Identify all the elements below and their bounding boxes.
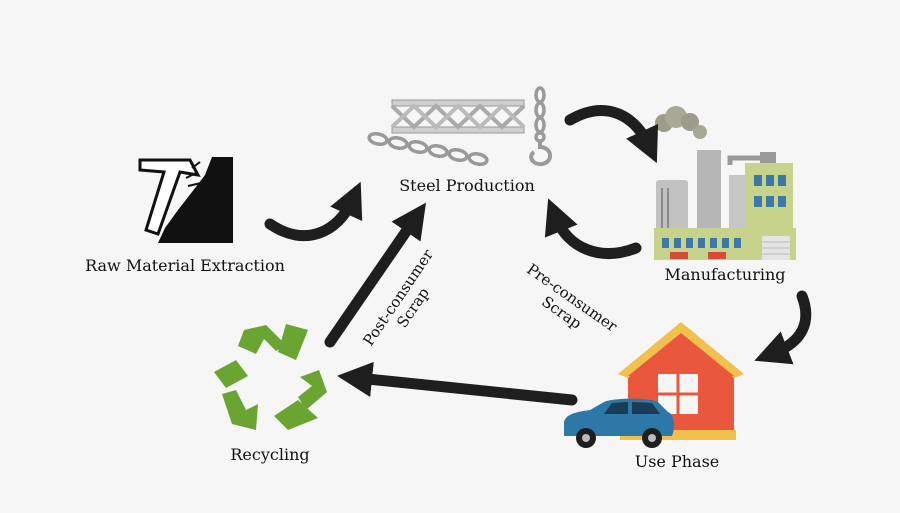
flow-arrows xyxy=(264,105,812,406)
node-raw-material-extraction: Raw Material Extraction xyxy=(85,256,285,275)
node-manufacturing: Manufacturing xyxy=(664,265,786,284)
steel-truss-icon xyxy=(390,99,526,134)
arrow-manufacturing-to-use xyxy=(754,290,812,365)
arrow-manufacturing-to-steel xyxy=(544,198,642,259)
house-icon xyxy=(618,322,744,440)
recycle-icon xyxy=(214,324,327,430)
arrow-steel-to-manufacturing xyxy=(564,105,659,164)
node-steel-production: Steel Production xyxy=(399,176,535,195)
chain-hook-icon xyxy=(367,86,552,167)
factory-icon xyxy=(654,106,796,260)
arrow-use-to-recycling xyxy=(336,361,578,406)
arrow-raw-to-steel xyxy=(264,181,363,242)
node-use-phase: Use Phase xyxy=(634,452,720,471)
arrow-recycling-to-steel xyxy=(324,202,426,348)
rock-pick-icon xyxy=(138,157,233,243)
car-icon xyxy=(564,398,675,448)
node-recycling: Recycling xyxy=(230,445,310,464)
